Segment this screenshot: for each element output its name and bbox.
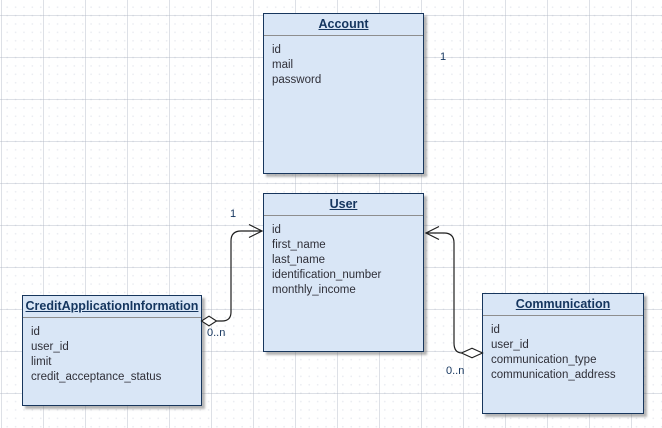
attribute: first_name xyxy=(272,239,326,251)
attribute: limit xyxy=(31,356,52,368)
attribute: user_id xyxy=(491,339,529,351)
attribute: id xyxy=(272,224,281,236)
attribute: last_name xyxy=(272,254,326,266)
class-box-credit-application-information[interactable]: CreditApplicationInformation id user_id … xyxy=(22,295,202,406)
attribute: id xyxy=(491,324,500,336)
attribute: user_id xyxy=(31,341,69,353)
class-box-account[interactable]: Account id mail password xyxy=(263,13,424,174)
attribute: monthly_income xyxy=(272,284,356,296)
multiplicity-label-user-side: 1 xyxy=(230,208,237,220)
class-box-communication[interactable]: Communication id user_id communication_t… xyxy=(482,293,644,414)
class-title-credit-application-information: CreditApplicationInformation xyxy=(23,296,201,318)
attribute-list-credit-application-information: id user_id limit credit_acceptance_statu… xyxy=(23,318,201,392)
class-title-user: User xyxy=(264,194,423,216)
class-title-account: Account xyxy=(264,14,423,36)
attribute: mail xyxy=(272,59,294,71)
attribute-list-account: id mail password xyxy=(264,36,423,95)
multiplicity-label-communication-side: 0..n xyxy=(446,365,465,377)
multiplicity-label-account: 1 xyxy=(440,51,447,63)
class-box-user[interactable]: User id first_name last_name identificat… xyxy=(263,193,424,352)
attribute: credit_acceptance_status xyxy=(31,371,162,383)
class-title-communication: Communication xyxy=(483,294,643,316)
attribute: id xyxy=(31,326,40,338)
attribute: communication_address xyxy=(491,369,616,381)
attribute-list-communication: id user_id communication_type communicat… xyxy=(483,316,643,390)
attribute-list-user: id first_name last_name identification_n… xyxy=(264,216,423,305)
attribute: communication_type xyxy=(491,354,597,366)
attribute: password xyxy=(272,74,322,86)
attribute: identification_number xyxy=(272,269,382,281)
attribute: id xyxy=(272,44,281,56)
multiplicity-label-credit-side: 0..n xyxy=(207,327,226,339)
